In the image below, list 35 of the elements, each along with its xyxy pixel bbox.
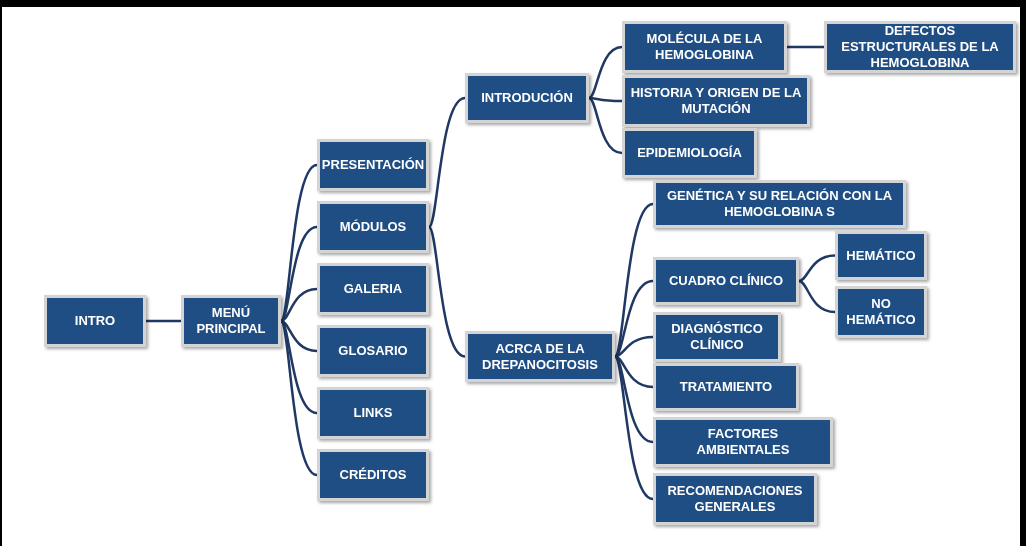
connector-line: [798, 254, 836, 283]
menu-box: GALERIA: [317, 263, 429, 315]
menu-box: DEFECTOS ESTRUCTURALES DE LA HEMOGLOBINA: [824, 21, 1016, 73]
connector-line: [146, 319, 181, 323]
menu-box: DIAGNÓSTICO CLÍNICO: [653, 312, 781, 362]
menu-box: HEMÁTICO: [835, 231, 927, 280]
connector-line: [279, 320, 318, 477]
connector-line: [428, 226, 466, 358]
menu-box: FACTORES AMBIENTALES: [653, 417, 833, 467]
menu-box: MÓDULOS: [317, 201, 429, 253]
menu-box: MOLÉCULA DE LA HEMOGLOBINA: [622, 21, 787, 73]
menu-box: RECOMENDACIONES GENERALES: [653, 473, 817, 525]
menu-box: GLOSARIO: [317, 325, 429, 377]
menu-box: PRESENTACIÓN: [317, 139, 429, 191]
menu-box: EPIDEMIOLOGÍA: [622, 128, 757, 178]
connector-line: [614, 279, 654, 358]
connector-line: [588, 45, 623, 100]
menu-box: CRÉDITOS: [317, 449, 429, 501]
connector-line: [280, 319, 318, 353]
menu-box: TRATAMIENTO: [653, 363, 799, 411]
connector-line: [787, 45, 824, 49]
connector-line: [588, 96, 622, 103]
menu-box: INTRO: [44, 295, 146, 347]
menu-box: HISTORIA Y ORIGEN DE LA MUTACIÓN: [622, 75, 810, 127]
connector-line: [798, 279, 836, 314]
menu-box: CUADRO CLÍNICO: [653, 257, 799, 305]
menu-box: NO HEMÁTICO: [835, 286, 927, 338]
connector-line: [588, 97, 623, 155]
menu-box: LINKS: [317, 387, 429, 439]
menu-box: INTRODUCIÓN: [465, 73, 589, 123]
menu-box: GENÉTICA Y SU RELACIÓN CON LA HEMOGLOBINA S: [653, 180, 906, 228]
menu-box: ACRCA DE LA DREPANOCITOSIS: [465, 331, 615, 382]
connector-line: [428, 96, 466, 228]
connector-line: [280, 287, 318, 323]
menu-box: MENÚ PRINCIPAL: [181, 295, 281, 347]
